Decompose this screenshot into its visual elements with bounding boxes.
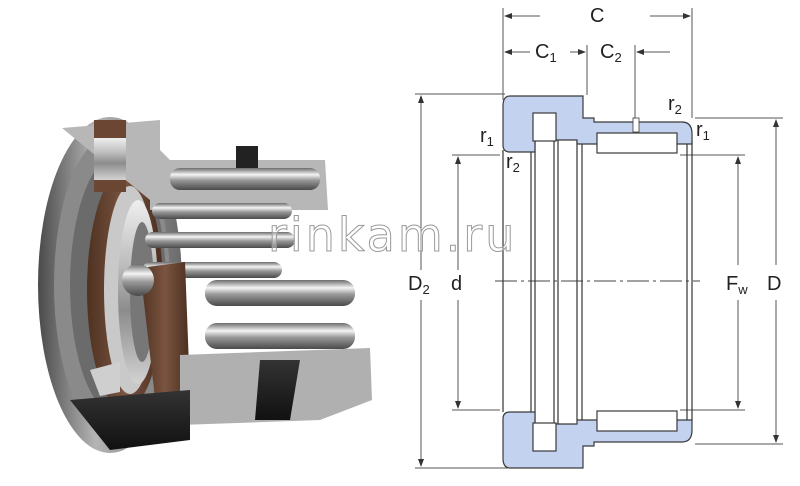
section-bottom	[502, 410, 693, 469]
bearing-3d-render	[38, 117, 372, 453]
dim-label-d: d	[451, 273, 463, 295]
dim-label-D2: D2	[408, 273, 430, 297]
watermark: rinkam.ru	[267, 208, 518, 262]
cross-section-drawing	[415, 8, 783, 469]
dim-label-C1: C1	[535, 41, 557, 65]
dim-label-r1-left: r1	[480, 125, 494, 149]
section-top	[502, 95, 693, 154]
dim-label-D: D	[767, 273, 782, 295]
dim-label-r1-right: r1	[696, 119, 710, 143]
dim-label-r2-left: r2	[506, 151, 520, 175]
dim-label-C2: C2	[600, 41, 622, 65]
dim-label-C: C	[590, 5, 605, 27]
dimension-lines	[415, 8, 783, 469]
dim-label-Fw: Fw	[726, 273, 748, 297]
bore-lines	[502, 120, 693, 440]
dim-label-r2-right: r2	[668, 93, 682, 117]
